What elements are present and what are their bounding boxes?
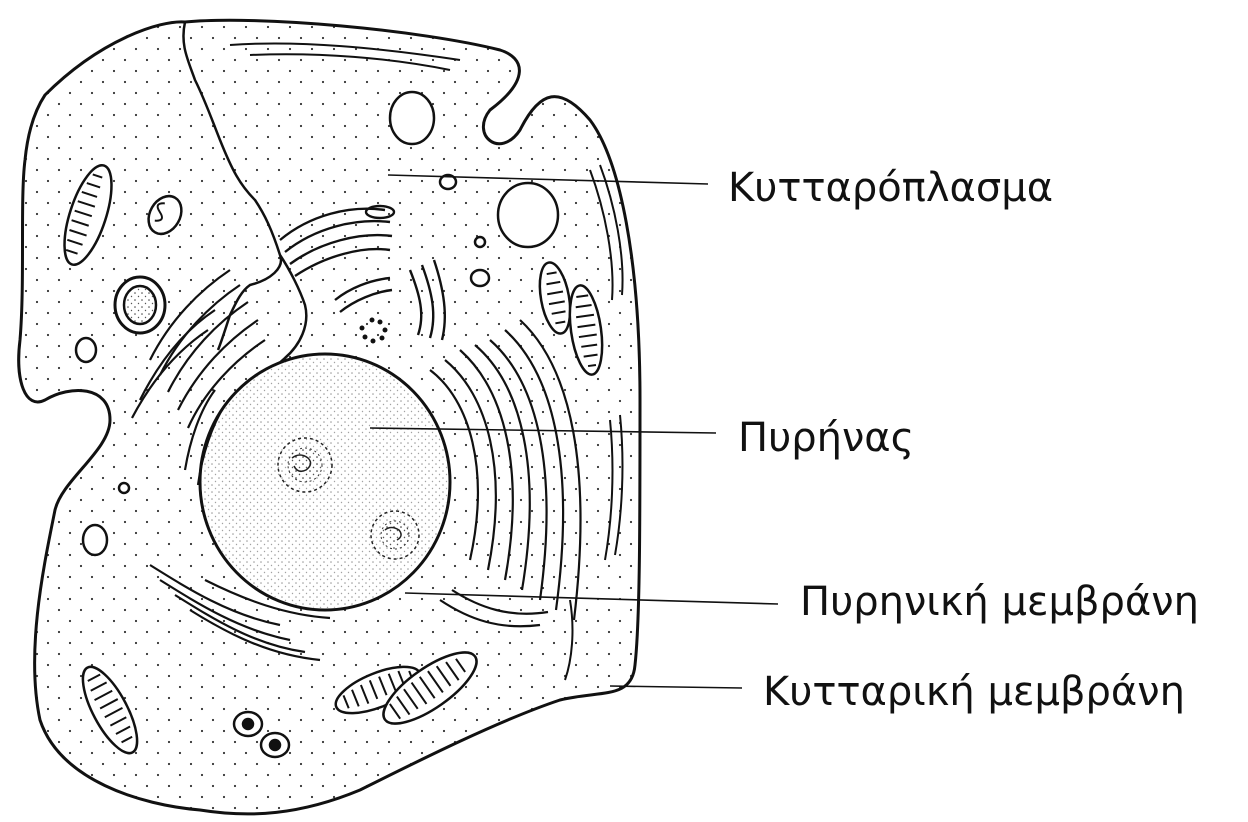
- nucleus: [200, 354, 450, 610]
- mitochondrion-3: [115, 277, 165, 333]
- leader-line-cell-membrane: [610, 686, 742, 688]
- mitochondrion-9: [234, 712, 262, 736]
- label-cytoplasm: Κυτταρόπλασμα: [728, 168, 1053, 208]
- mitochondrion-10: [261, 733, 289, 757]
- label-nucleus: Πυρήνας: [738, 418, 914, 458]
- label-nuclear-membrane: Πυρηνική μεμβράνη: [800, 582, 1199, 622]
- label-cell-membrane: Κυτταρική μεμβράνη: [763, 672, 1185, 712]
